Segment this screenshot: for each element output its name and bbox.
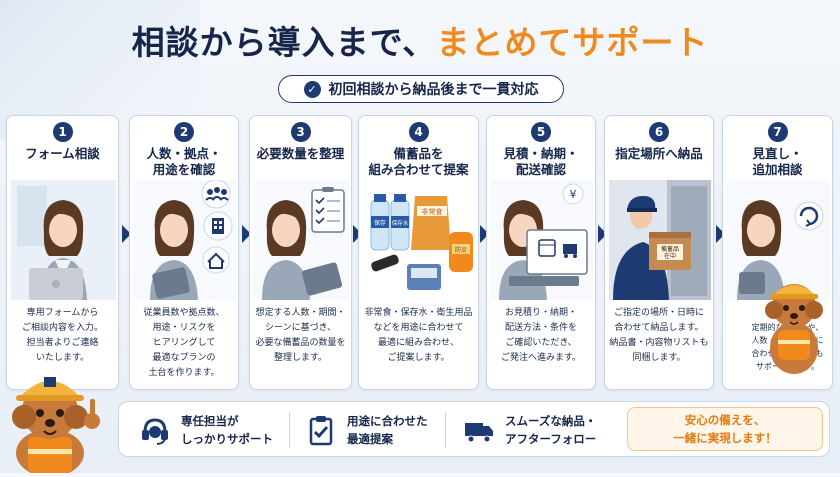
step-number: 2	[174, 122, 194, 142]
step-card-6: 6 指定場所へ納品 備蓄品 在中 ご指定の場所・日時に合わせて納品します。納品書…	[604, 115, 714, 390]
delivery-illustration: 備蓄品 在中	[609, 180, 711, 300]
svg-text:保存水: 保存水	[392, 219, 409, 227]
title-accent: まとめてサポート	[436, 23, 709, 62]
arrow-right-icon	[598, 225, 607, 243]
feature-support: 専任担当がしっかりサポート	[139, 408, 273, 452]
step-card-2: 2 人数・拠点・用途を確認	[129, 115, 239, 390]
step-title: 備蓄品を組み合わせて提案	[368, 146, 469, 177]
clipboard-check-icon	[309, 416, 333, 446]
step-description: 想定する人数・期間・シーンに基づき、必要な備蓄品の数量を整理します。	[255, 308, 346, 363]
step-card-3: 3 必要数量を整理 想定する人数・期間・シーンに基づき、必要な備蓄品の数量を整理…	[249, 115, 352, 390]
woman-wave-illustration	[727, 180, 830, 300]
divider	[445, 412, 446, 448]
step-title: 見直し・追加相談	[752, 146, 803, 177]
step-number: 7	[767, 122, 788, 142]
dog-mascot-icon	[756, 270, 826, 384]
callout-message: 安心の備えを、一緒に実現します！	[627, 407, 823, 451]
subtitle-badge: ✓ 初回相談から納品後まで一貫対応	[278, 75, 564, 103]
arrow-right-icon	[242, 225, 251, 243]
step-card-5: 5 見積・納期・配送確認 ¥ お見積り・納期・配送方法・条件をご確	[486, 115, 596, 390]
svg-text:防災: 防災	[455, 246, 467, 254]
step-title: 指定場所へ納品	[615, 146, 703, 161]
divider	[289, 412, 290, 448]
step-description: 非常食・保存水・衛生用品などを用途に合わせて最適に組み合わせ、ご提案します。	[364, 308, 473, 363]
subtitle-text: 初回相談から納品後まで一貫対応	[328, 82, 539, 98]
step-number: 4	[408, 122, 429, 142]
step-number: 3	[290, 122, 311, 142]
step-number: 1	[52, 122, 73, 142]
svg-text:備蓄品: 備蓄品	[661, 245, 679, 253]
woman-laptop-invoice-illustration: ¥	[491, 180, 593, 300]
svg-text:保存: 保存	[374, 219, 386, 227]
headset-icon	[142, 418, 168, 445]
step-description: 専用フォームからご相談内容を入力。担当者よりご連絡いたします。	[21, 308, 103, 363]
step-title: 必要数量を整理	[256, 146, 345, 161]
step-number: 6	[649, 122, 669, 142]
arrow-right-icon	[716, 225, 725, 243]
svg-text:非常食: 非常食	[422, 207, 443, 216]
arrow-right-icon	[353, 225, 362, 243]
supplies-illustration: 保存 保存水 非常食 防災	[363, 180, 476, 300]
steps-row: 1 フォーム相談 専用フォームからご相談内容を入力。担当者よりご連絡いたします。…	[6, 115, 834, 395]
features-bar: 専任担当がしっかりサポート 用途に合わせた最適提案 スムーズな納品・アフターフォ…	[118, 401, 830, 457]
check-circle-icon: ✓	[303, 80, 321, 98]
svg-text:在中: 在中	[664, 252, 676, 260]
step-description: ご指定の場所・日時に合わせて納品します。納品書・内容物リストも同梱します。	[609, 308, 709, 363]
feature-delivery: スムーズな納品・アフターフォロー	[463, 408, 596, 452]
arrow-right-icon	[122, 225, 131, 243]
step-description: お見積り・納期・配送方法・条件をご確認いただき、ご発注へ進みます。	[500, 308, 582, 363]
woman-checklist-illustration	[254, 180, 349, 300]
truck-icon	[465, 423, 493, 443]
step-card-1: 1 フォーム相談 専用フォームからご相談内容を入力。担当者よりご連絡いたします。	[6, 115, 119, 390]
page-title: 相談から導入まで、まとめてサポート	[0, 16, 840, 64]
step-title: 見積・納期・配送確認	[503, 146, 579, 177]
step-title: フォーム相談	[25, 146, 100, 161]
feature-proposal: 用途に合わせた最適提案	[305, 408, 428, 452]
step-description: 従業員数や拠点数、用途・リスクをヒアリングして最適なプランの土台を作ります。	[143, 308, 225, 378]
woman-laptop-illustration	[11, 180, 116, 300]
arrow-right-icon	[480, 225, 489, 243]
title-main: 相談から導入まで、	[131, 23, 437, 62]
dog-mascot-pointing-icon	[4, 355, 104, 477]
step-number: 5	[531, 122, 551, 142]
woman-tablet-illustration	[134, 179, 236, 300]
step-title: 人数・拠点・用途を確認	[146, 146, 222, 177]
step-card-4: 4 備蓄品を組み合わせて提案 保存 保存水 非常食 防災	[358, 115, 479, 390]
svg-text:¥: ¥	[570, 188, 577, 201]
